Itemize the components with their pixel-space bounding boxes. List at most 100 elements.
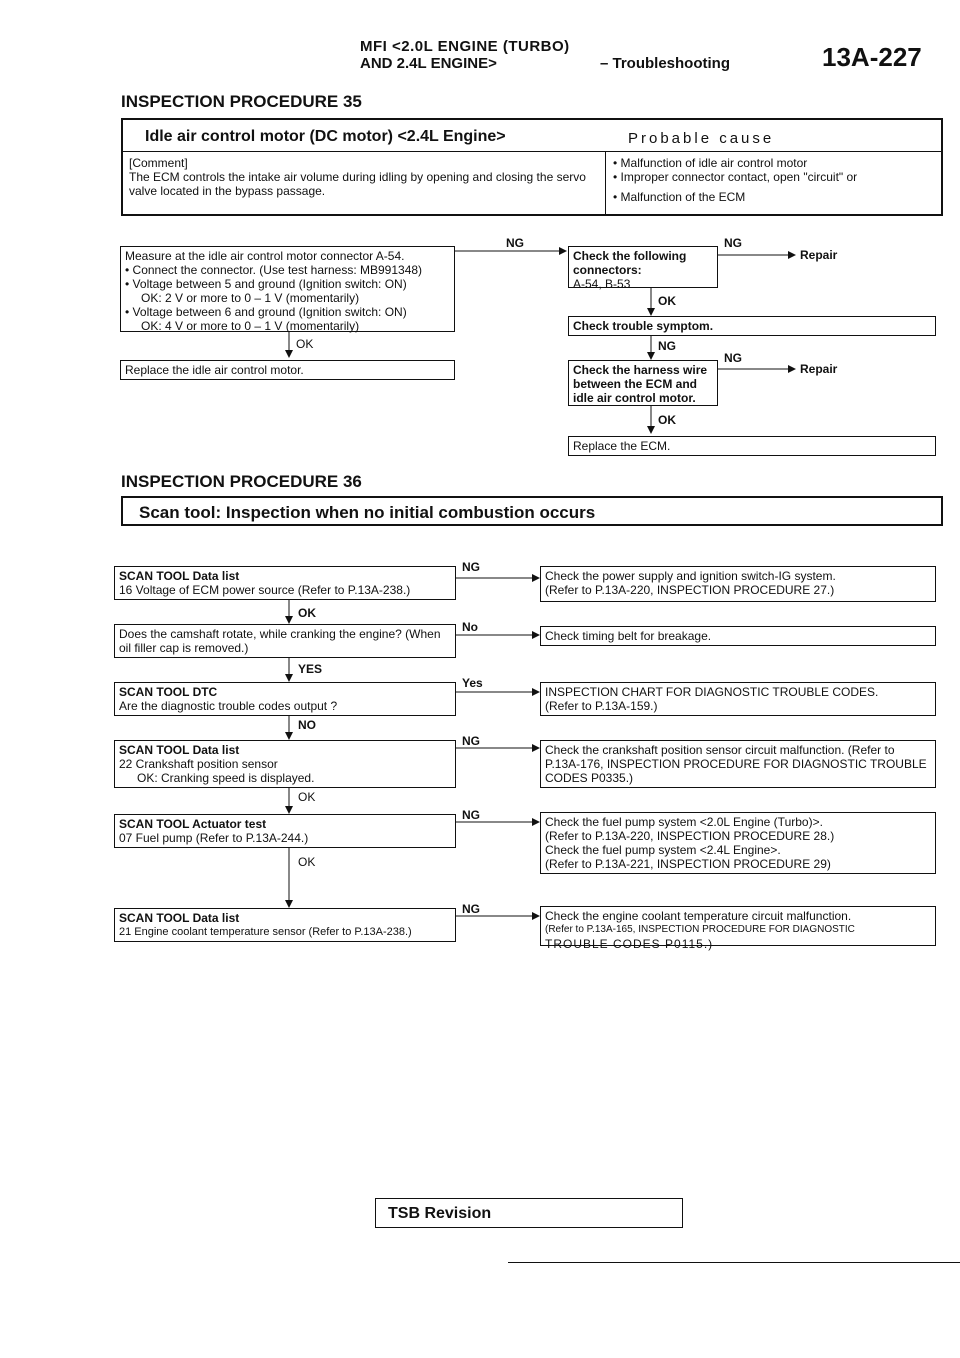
connectors-list: A-54, B-53 [573, 277, 631, 291]
proc35-replace-ecm: Replace the ECM. [568, 436, 936, 456]
result-line: Check the fuel pump system <2.0L Engine … [545, 815, 823, 829]
proc36-step3: SCAN TOOL DTC Are the diagnostic trouble… [114, 682, 456, 716]
proc35-comment: The ECM controls the intake air volume d… [129, 170, 586, 198]
ng-label: NG [462, 560, 480, 574]
arrow-right-icon [456, 818, 540, 826]
proc36-step2: Does the camshaft rotate, while cranking… [114, 624, 456, 658]
result-line: (Refer to P.13A-220, INSPECTION PROCEDUR… [545, 583, 835, 597]
proc35-comment-label: [Comment] [129, 156, 188, 170]
measure-line: OK: 4 V or more to 0 – 1 V (momentarily) [141, 319, 360, 333]
yes-label: YES [298, 662, 323, 676]
measure-line: Measure at the idle air control motor co… [125, 249, 405, 263]
tsb-revision-box: TSB Revision [375, 1198, 683, 1228]
result-line: INSPECTION CHART FOR DIAGNOSTIC TROUBLE … [545, 685, 879, 699]
arrow-right-icon [718, 365, 796, 373]
measure-line: OK: 2 V or more to 0 – 1 V (momentarily) [141, 291, 360, 305]
repair-label: Repair [800, 362, 838, 376]
yes-label: Yes [462, 676, 483, 690]
arrow-down-icon [285, 600, 293, 624]
proc36-step5: SCAN TOOL Actuator test 07 Fuel pump (Re… [114, 814, 456, 848]
result-line: Check the engine coolant temperature cir… [545, 909, 852, 923]
step-title: SCAN TOOL DTC [119, 685, 218, 699]
proc35-measure-box: Measure at the idle air control motor co… [120, 246, 455, 333]
step-title: SCAN TOOL Data list [119, 569, 240, 583]
divider [123, 151, 941, 152]
arrow-right-icon [455, 247, 567, 255]
ng-label: NG [506, 236, 524, 250]
proc35-cause-title: Probable cause [628, 130, 775, 147]
proc35-check-symptom: Check trouble symptom. [568, 316, 936, 336]
result-line: (Refer to P.13A-159.) [545, 699, 658, 713]
ng-label: NG [724, 236, 742, 250]
proc35-info-table: Idle air control motor (DC motor) <2.4L … [121, 118, 943, 216]
ok-label: OK [298, 790, 316, 804]
no-label: No [462, 620, 478, 634]
ok-label: OK [296, 337, 314, 351]
measure-line: • Connect the connector. (Use test harne… [125, 263, 423, 277]
divider [605, 151, 606, 214]
step-text: 21 Engine coolant temperature sensor (Re… [119, 926, 412, 938]
ok-label: OK [298, 855, 316, 869]
header-line2: AND 2.4L ENGINE> [360, 55, 497, 72]
proc35-check-harness: Check the harness wire between the ECM a… [568, 360, 718, 406]
arrow-right-icon [456, 744, 540, 752]
proc36-title: Scan tool: Inspection when no initial co… [139, 503, 596, 522]
proc36-step1: SCAN TOOL Data list 16 Voltage of ECM po… [114, 566, 456, 600]
cause-item: • Improper connector contact, open "circ… [613, 170, 858, 184]
header-section: – Troubleshooting [600, 55, 730, 72]
ng-label: NG [462, 808, 480, 822]
proc35-check-connectors: Check the following connectors: A-54, B-… [568, 246, 718, 291]
measure-line: • Voltage between 5 and ground (Ignition… [125, 277, 407, 291]
result-line: (Refer to P.13A-165, INSPECTION PROCEDUR… [545, 924, 855, 935]
repair-label: Repair [800, 248, 838, 262]
result-line: TROUBLE CODES P0115.) [545, 937, 714, 951]
ok-label: OK [658, 294, 676, 308]
proc36-step1-result: Check the power supply and ignition swit… [540, 566, 936, 602]
arrow-right-icon [456, 912, 540, 920]
proc36-step4-result: Check the crankshaft position sensor cir… [540, 740, 936, 788]
ok-label: OK [298, 606, 316, 620]
ng-label: NG [724, 351, 742, 365]
measure-line: • Voltage between 6 and ground (Ignition… [125, 305, 407, 319]
arrow-right-icon [456, 688, 540, 696]
proc36-heading: INSPECTION PROCEDURE 36 [121, 472, 362, 491]
proc35-causes: • Malfunction of idle air control motor … [613, 156, 933, 204]
arrow-down-icon [285, 658, 293, 682]
step-text: OK: Cranking speed is displayed. [137, 771, 315, 785]
proc35-replace-motor: Replace the idle air control motor. [120, 360, 455, 380]
page-number: 13A-227 [822, 42, 922, 72]
result-line: Check the power supply and ignition swit… [545, 569, 836, 583]
ng-label: NG [658, 339, 676, 353]
result-line: (Refer to P.13A-220, INSPECTION PROCEDUR… [545, 829, 835, 843]
proc36-step6-result: Check the engine coolant temperature cir… [540, 906, 936, 951]
arrow-down-icon [647, 336, 655, 360]
arrow-down-icon [647, 406, 655, 434]
step-text: Are the diagnostic trouble codes output … [119, 699, 338, 713]
tsb-revision: TSB Revision [388, 1205, 492, 1222]
header-line1: MFI <2.0L ENGINE (TURBO) [360, 38, 570, 55]
arrow-right-icon [456, 574, 540, 582]
arrow-right-icon [718, 251, 796, 259]
result-line: (Refer to P.13A-221, INSPECTION PROCEDUR… [545, 857, 831, 871]
proc36-step4: SCAN TOOL Data list 22 Crankshaft positi… [114, 740, 456, 788]
ok-label: OK [658, 413, 676, 427]
proc36-step3-result: INSPECTION CHART FOR DIAGNOSTIC TROUBLE … [540, 682, 936, 716]
step-title: SCAN TOOL Actuator test [119, 817, 267, 831]
step-title: SCAN TOOL Data list [119, 911, 240, 925]
proc36-step5-result: Check the fuel pump system <2.0L Engine … [540, 812, 936, 874]
arrow-down-icon [285, 332, 293, 358]
step-title: SCAN TOOL Data list [119, 743, 240, 757]
arrow-right-icon [456, 631, 540, 639]
cause-item: • Malfunction of idle air control motor [613, 156, 808, 170]
proc35-heading: INSPECTION PROCEDURE 35 [121, 92, 362, 111]
check-connectors-label: Check the following connectors: [573, 249, 687, 277]
arrow-down-icon [647, 288, 655, 316]
step-text: 07 Fuel pump (Refer to P.13A-244.) [119, 831, 309, 845]
arrow-down-icon [285, 788, 293, 814]
proc36-title-box: Scan tool: Inspection when no initial co… [121, 496, 943, 526]
arrow-down-icon [285, 848, 293, 908]
footer-rule [508, 1262, 960, 1263]
ng-label: NG [462, 734, 480, 748]
proc36-step2-result: Check timing belt for breakage. [540, 626, 936, 646]
result-line: Check the fuel pump system <2.4L Engine>… [545, 843, 781, 857]
